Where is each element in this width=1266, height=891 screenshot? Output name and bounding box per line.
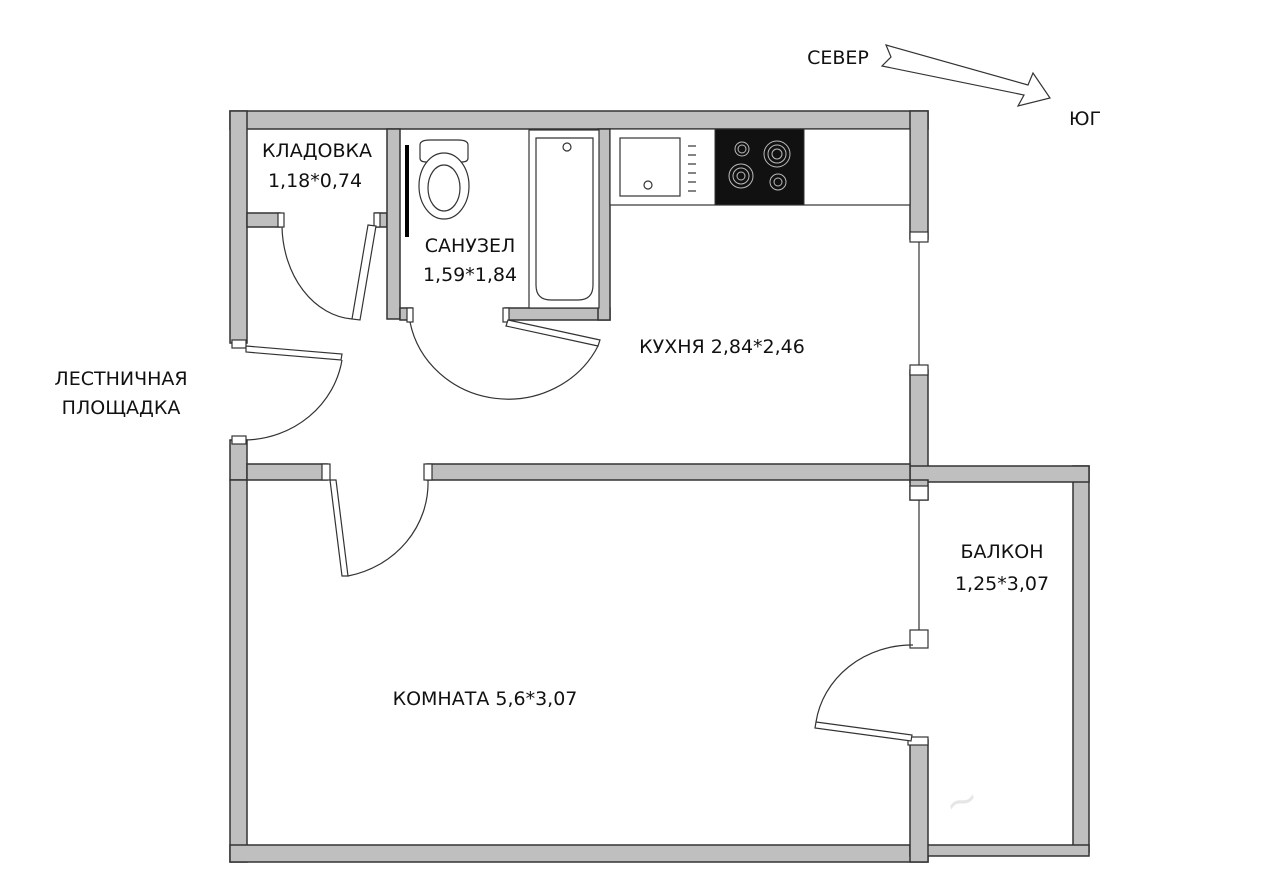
balcony-size: 1,25*3,07 <box>955 573 1049 595</box>
sink-icon <box>619 137 696 197</box>
svg-text:~: ~ <box>938 774 985 829</box>
stove-icon <box>714 128 805 206</box>
bathroom-size: 1,59*1,84 <box>423 264 517 286</box>
outer-walls <box>229 110 1090 863</box>
south-label: ЮГ <box>1069 108 1101 130</box>
windows <box>909 231 929 649</box>
watermark: ~ <box>938 774 985 829</box>
storage-label: КЛАДОВКА <box>262 140 372 162</box>
room-label: КОМНАТА 5,6*3,07 <box>393 688 578 710</box>
north-label: СЕВЕР <box>807 47 869 69</box>
stairwell-label-line1: ЛЕСТНИЧНАЯ <box>54 368 187 390</box>
toilet-icon <box>418 139 470 220</box>
kitchen-label: КУХНЯ 2,84*2,46 <box>639 336 805 358</box>
stairwell-label-line2: ПЛОЩАДКА <box>62 397 181 419</box>
bathtub-icon <box>528 129 600 309</box>
storage-size: 1,18*0,74 <box>268 170 362 192</box>
balcony-label: БАЛКОН <box>960 541 1043 563</box>
doors <box>231 212 929 746</box>
bathroom-label: САНУЗЕЛ <box>425 235 516 257</box>
inner-walls <box>246 128 911 481</box>
compass-arrow-icon <box>880 44 1051 107</box>
fixtures <box>405 128 911 309</box>
labels: СЕВЕР ЮГ КЛАДОВКА 1,18*0,74 САНУЗЕЛ 1,59… <box>54 47 1101 710</box>
